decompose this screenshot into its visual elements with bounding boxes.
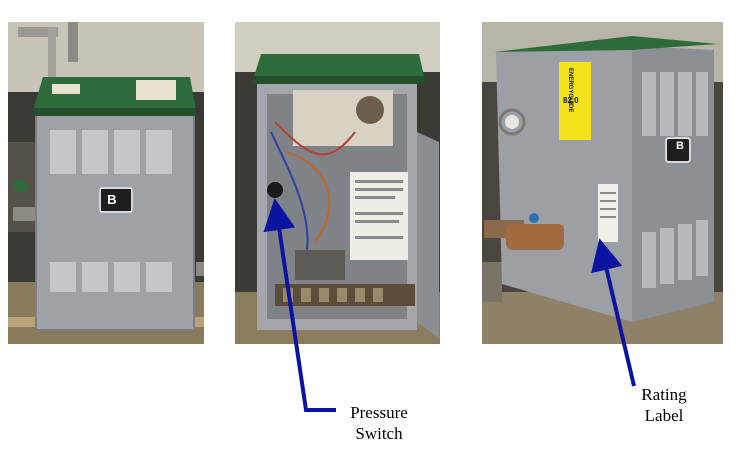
rating-label-line2: Label [644, 406, 684, 425]
rating-label-callout: Rating Label [634, 384, 694, 426]
pressure-switch-callout: Pressure Switch [338, 402, 420, 444]
boiler-open-photo [235, 22, 440, 344]
energy-guide-label: ENERGYGUIDE 82.0 [559, 66, 591, 140]
right-boiler-logo: B [676, 140, 684, 152]
pressure-switch-line1: Pressure [350, 403, 408, 422]
energy-guide-value: 82.0 [563, 96, 579, 105]
boiler-front-photo [8, 22, 204, 344]
pressure-switch-line2: Switch [355, 424, 403, 443]
rating-label-line1: Rating [641, 385, 687, 404]
boiler-side-photo [482, 22, 723, 344]
energy-guide-title: ENERGYGUIDE [567, 68, 573, 113]
left-boiler-logo: B [107, 192, 117, 207]
